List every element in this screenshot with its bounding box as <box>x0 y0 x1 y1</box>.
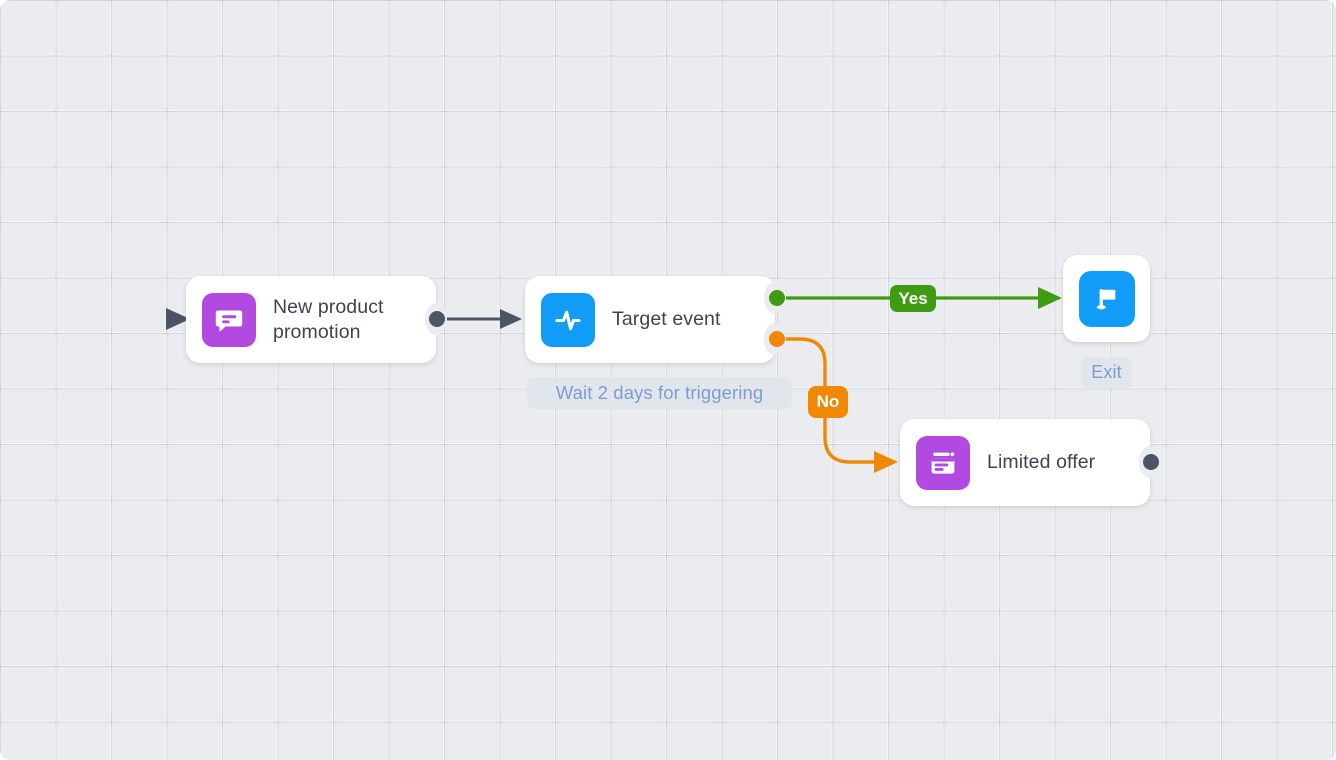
pulse-activity-icon <box>541 292 595 347</box>
node-exit[interactable] <box>1063 255 1150 342</box>
node-limited-offer[interactable]: Limited offer <box>900 419 1161 506</box>
caption-wait-rule[interactable]: Wait 2 days for triggering <box>527 377 792 409</box>
node-target-event[interactable]: Target event <box>525 276 786 363</box>
badge-no: No <box>808 386 848 418</box>
node-label: Limited offer <box>987 451 1096 473</box>
edge-promo-to-target <box>442 309 522 329</box>
edge-entry-dashed <box>16 308 190 330</box>
port-target-event-no[interactable] <box>769 331 785 347</box>
node-new-product-promotion[interactable]: New product promotion <box>186 276 447 363</box>
port-limited-offer-output[interactable] <box>1143 454 1159 470</box>
caption-exit-label: Exit <box>1081 357 1132 388</box>
message-bubble-icon <box>202 292 256 347</box>
node-label: Target event <box>612 308 721 330</box>
flag-icon <box>1078 270 1135 327</box>
node-label: New product promotion <box>273 295 384 343</box>
port-target-event-yes[interactable] <box>769 290 785 306</box>
badge-yes: Yes <box>890 285 936 312</box>
popup-window-icon <box>916 435 970 490</box>
port-new-product-output[interactable] <box>429 311 445 327</box>
